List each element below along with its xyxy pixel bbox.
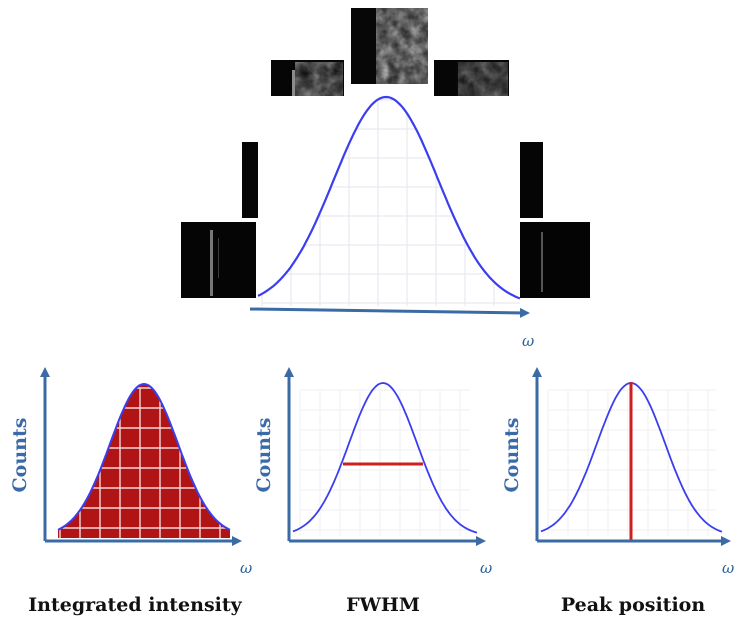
p2-x-axis-label: ω	[480, 559, 492, 577]
p1-y-axis-label: Counts	[9, 418, 31, 493]
main-plot-area: ω	[249, 95, 534, 350]
integrated-curve	[57, 382, 231, 531]
p3-x-axis-label: ω	[722, 559, 734, 577]
diffraction-frame-7	[515, 222, 590, 298]
main-rocking-curve	[257, 95, 521, 300]
fwhm-curve	[292, 382, 478, 534]
diffraction-frame-4	[351, 8, 428, 84]
p1-x-axis-label: ω	[240, 559, 252, 577]
panel-integrated-intensity: Counts ω Integrated intensity	[9, 367, 252, 616]
main-x-axis	[249, 307, 530, 318]
diffraction-frame-1	[181, 222, 256, 298]
p2-y-axis-label: Counts	[253, 418, 275, 493]
p2-caption: FWHM	[346, 594, 420, 616]
panel-peak-position: Counts ω Peak position	[501, 367, 734, 616]
main-x-axis-label: ω	[522, 332, 534, 350]
p1-caption: Integrated intensity	[28, 594, 242, 616]
p3-caption: Peak position	[561, 594, 705, 616]
fwhm-grid	[299, 389, 470, 536]
panel-fwhm: Counts ω FWHM	[253, 367, 492, 616]
p3-y-axis-label: Counts	[501, 418, 523, 493]
integrated-area-fill	[58, 384, 230, 538]
